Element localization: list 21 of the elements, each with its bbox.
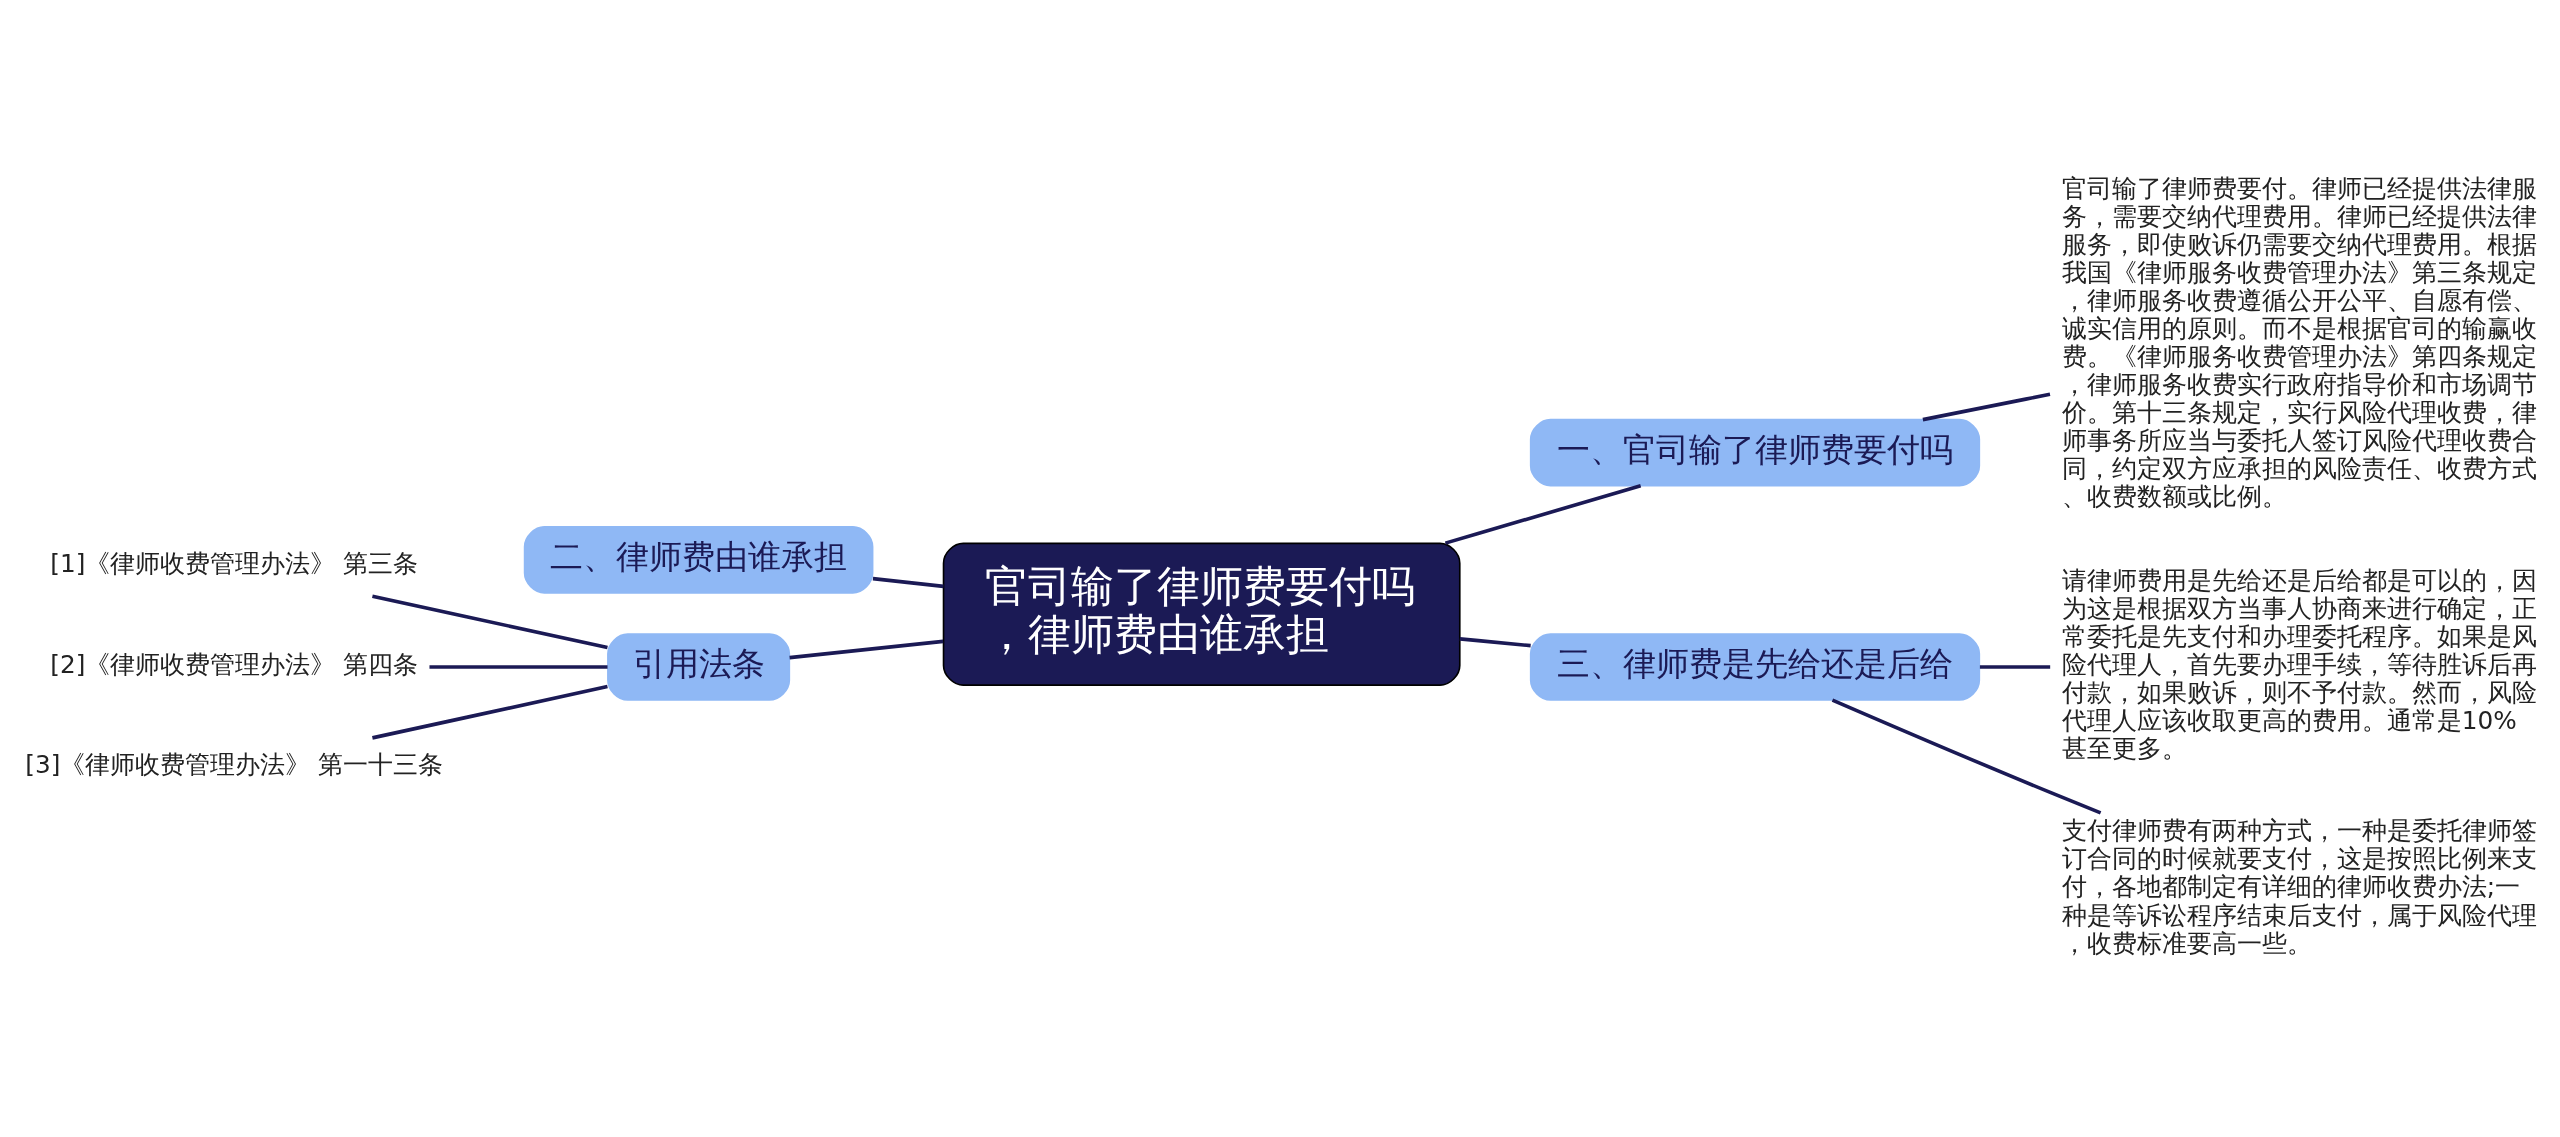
node-text: 支付律师费有两种方式，一种是委托律师签订合同的时候就要支付，这是按照比例来支付，各地都制定有详细的律师收费办法;一种是等诉讼程序结束后支付，属于风险代理，收费标准要高一些。 bbox=[2061, 816, 2537, 958]
connector bbox=[1979, 665, 2051, 669]
connector bbox=[372, 594, 608, 650]
connector bbox=[1444, 484, 1642, 545]
connector bbox=[1922, 392, 2051, 422]
connector bbox=[872, 576, 944, 589]
connector bbox=[789, 639, 944, 660]
connector bbox=[1831, 698, 2102, 815]
node-text: [3]《律师收费管理办法》 第一十三条 bbox=[25, 750, 444, 780]
connector bbox=[372, 684, 608, 740]
connector bbox=[1459, 637, 1531, 648]
node-box: 官司输了律师费要付吗，律师费由谁承担 bbox=[942, 542, 1461, 686]
connector bbox=[429, 665, 608, 669]
node-box: 三、律师费是先给还是后给 bbox=[1529, 633, 1981, 701]
node-box: 一、官司输了律师费要付吗 bbox=[1529, 418, 1981, 487]
node-text: 请律师费用是先给还是后给都是可以的，因为这是根据双方当事人协商来进行确定，正常委托是先支付和办理委托程序。如果是风险代理人，首先要办理手续，等待胜诉后再付款，如果败诉，则不予付款。然而，风险代理人应该收取更高的费用。通常是10%甚至更多。 bbox=[2061, 565, 2537, 763]
node-box: 二、律师费由谁承担 bbox=[523, 526, 874, 594]
node-text: [2]《律师收费管理办法》 第四条 bbox=[50, 649, 419, 679]
node-box: 引用法条 bbox=[607, 633, 791, 701]
node-text: 官司输了律师费要付。律师已经提供法律服务，需要交纳代理费用。律师已经提供法律服务，即使败诉仍需要交纳代理费用。根据我国《律师服务收费管理办法》第三条规定，律师服务收费遵循公开公平、自愿有偿、诚实信用的原则。而不是根据官司的输赢收费。《律师服务收费管理办法》第四条规定，律师服务收费实行政府指导价和市场调节价。第十三条规定，实行风险代理收费，律师事务所应当与委托人签订风险代理收费合同，约定双方应承担的风险责任、收费方式、收费数额或比例。 bbox=[2061, 173, 2537, 512]
node-text: [1]《律师收费管理办法》 第三条 bbox=[50, 549, 419, 579]
